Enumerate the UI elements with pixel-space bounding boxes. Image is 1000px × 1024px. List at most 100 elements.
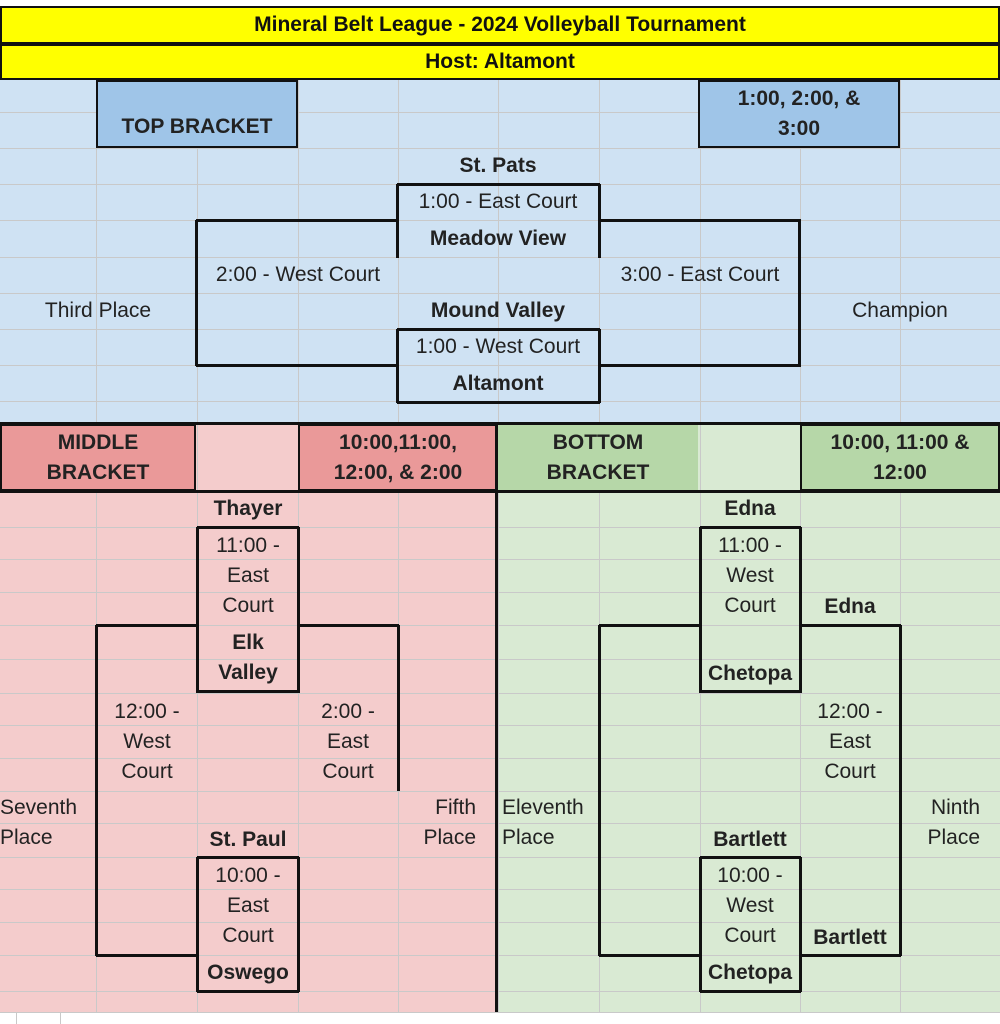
bracket-line — [297, 857, 300, 992]
grid-line — [498, 80, 499, 422]
grid-line — [0, 112, 1000, 113]
bracket-line — [397, 183, 600, 186]
bottom-team-edna: Edna — [724, 497, 776, 520]
top-game-1-time: 1:00 - East Court — [418, 190, 578, 213]
top-third-place-label: Third Place — [44, 299, 152, 322]
grid-line — [16, 1012, 17, 1024]
grid-line — [0, 220, 1000, 221]
bracket-line — [495, 424, 498, 1012]
bottom-winner-edna: Edna — [824, 595, 876, 618]
bottom-winner-bartlett: Bartlett — [813, 926, 887, 949]
grid-line — [0, 559, 1000, 560]
middle-team-elk-valley: Elk Valley — [218, 631, 278, 684]
grid-line — [0, 527, 1000, 528]
bracket-line — [197, 690, 299, 693]
middle-team-st-paul: St. Paul — [209, 828, 287, 851]
bracket-line — [96, 624, 199, 627]
grid-line — [0, 365, 1000, 366]
middle-bracket-header: MIDDLE BRACKET — [0, 424, 196, 491]
top-game-2-time: 1:00 - West Court — [415, 335, 581, 358]
bracket-line — [598, 329, 601, 403]
grid-line — [700, 80, 701, 422]
grid-line — [900, 80, 901, 422]
grid-line — [60, 1012, 61, 1024]
bracket-line — [96, 954, 199, 957]
grid-line — [0, 1012, 1000, 1013]
bracket-line — [196, 527, 199, 693]
bracket-line — [598, 625, 601, 956]
bracket-line — [598, 219, 801, 222]
host-label: Host: Altamont — [0, 44, 1000, 80]
bracket-line — [397, 401, 600, 404]
bracket-line — [799, 624, 901, 627]
bracket-line — [197, 990, 299, 993]
grid-line — [0, 257, 1000, 258]
grid-line — [0, 592, 1000, 593]
grid-line — [0, 791, 1000, 792]
grid-line — [0, 991, 1000, 992]
middle-fifth-place-label: Fifth Place — [423, 796, 476, 849]
grid-line — [498, 424, 499, 1012]
middle-bracket-area — [0, 424, 497, 1012]
bracket-line — [599, 624, 701, 627]
grid-line — [197, 424, 198, 1012]
bracket-line — [196, 364, 399, 367]
bracket-line — [297, 624, 399, 627]
middle-team-oswego: Oswego — [207, 961, 289, 984]
bracket-line — [297, 527, 300, 693]
bracket-line — [798, 220, 801, 366]
bracket-line — [699, 857, 702, 992]
bracket-line — [599, 954, 701, 957]
grid-line — [298, 80, 299, 422]
bracket-line — [699, 527, 702, 693]
grid-line — [0, 823, 1000, 824]
grid-line — [0, 857, 1000, 858]
bottom-bracket-area — [497, 424, 1000, 1012]
middle-game-1-time: 11:00 - East Court — [216, 534, 280, 617]
top-semifinal-time: 2:00 - West Court — [215, 263, 381, 286]
bracket-line — [397, 328, 600, 331]
grid-line — [0, 955, 1000, 956]
bracket-line — [0, 422, 1000, 425]
bottom-right-game-time: 12:00 - East Court — [817, 700, 883, 783]
grid-line — [0, 148, 1000, 149]
grid-line — [0, 758, 1000, 759]
middle-game-2-time: 10:00 - East Court — [215, 864, 281, 947]
bottom-game-1-time: 11:00 - West Court — [718, 534, 782, 617]
bottom-ninth-place-label: Ninth Place — [927, 796, 980, 849]
bracket-line — [196, 219, 399, 222]
grid-line — [0, 693, 1000, 694]
bottom-bracket-times: 10:00, 11:00 & 12:00 — [800, 424, 1000, 491]
bracket-line — [700, 856, 801, 859]
top-final-time: 3:00 - East Court — [620, 263, 780, 286]
tournament-title: Mineral Belt League - 2024 Volleyball To… — [0, 6, 1000, 44]
bottom-bracket-header: BOTTOM BRACKET — [498, 424, 698, 491]
top-team-st-pats: St. Pats — [459, 154, 537, 177]
top-team-mound-valley: Mound Valley — [430, 299, 566, 322]
grid-line — [800, 424, 801, 1012]
bracket-line — [196, 857, 199, 992]
bottom-eleventh-place-label: Eleventh Place — [502, 796, 584, 849]
bottom-game-2-time: 10:00 - West Court — [717, 864, 783, 947]
middle-left-game-time: 12:00 - West Court — [114, 700, 180, 783]
grid-line — [0, 293, 1000, 294]
bracket-line — [799, 857, 802, 992]
middle-right-game-time: 2:00 - East Court — [321, 700, 375, 783]
grid-line — [0, 725, 1000, 726]
bracket-line — [700, 690, 801, 693]
grid-line — [0, 625, 1000, 626]
grid-line — [0, 922, 1000, 923]
top-champion-label: Champion — [852, 299, 948, 322]
bracket-line — [396, 329, 399, 403]
bracket-line — [197, 856, 299, 859]
bracket-line — [195, 220, 198, 366]
top-bracket-times: 1:00, 2:00, & 3:00 — [698, 80, 900, 148]
bracket-line — [799, 527, 802, 693]
bracket-line — [700, 526, 801, 529]
top-team-meadow-view: Meadow View — [429, 227, 567, 250]
bracket-line — [397, 625, 400, 791]
bracket-line — [899, 625, 902, 956]
bracket-line — [0, 490, 1000, 493]
middle-seventh-place-label: Seventh Place — [0, 796, 78, 849]
